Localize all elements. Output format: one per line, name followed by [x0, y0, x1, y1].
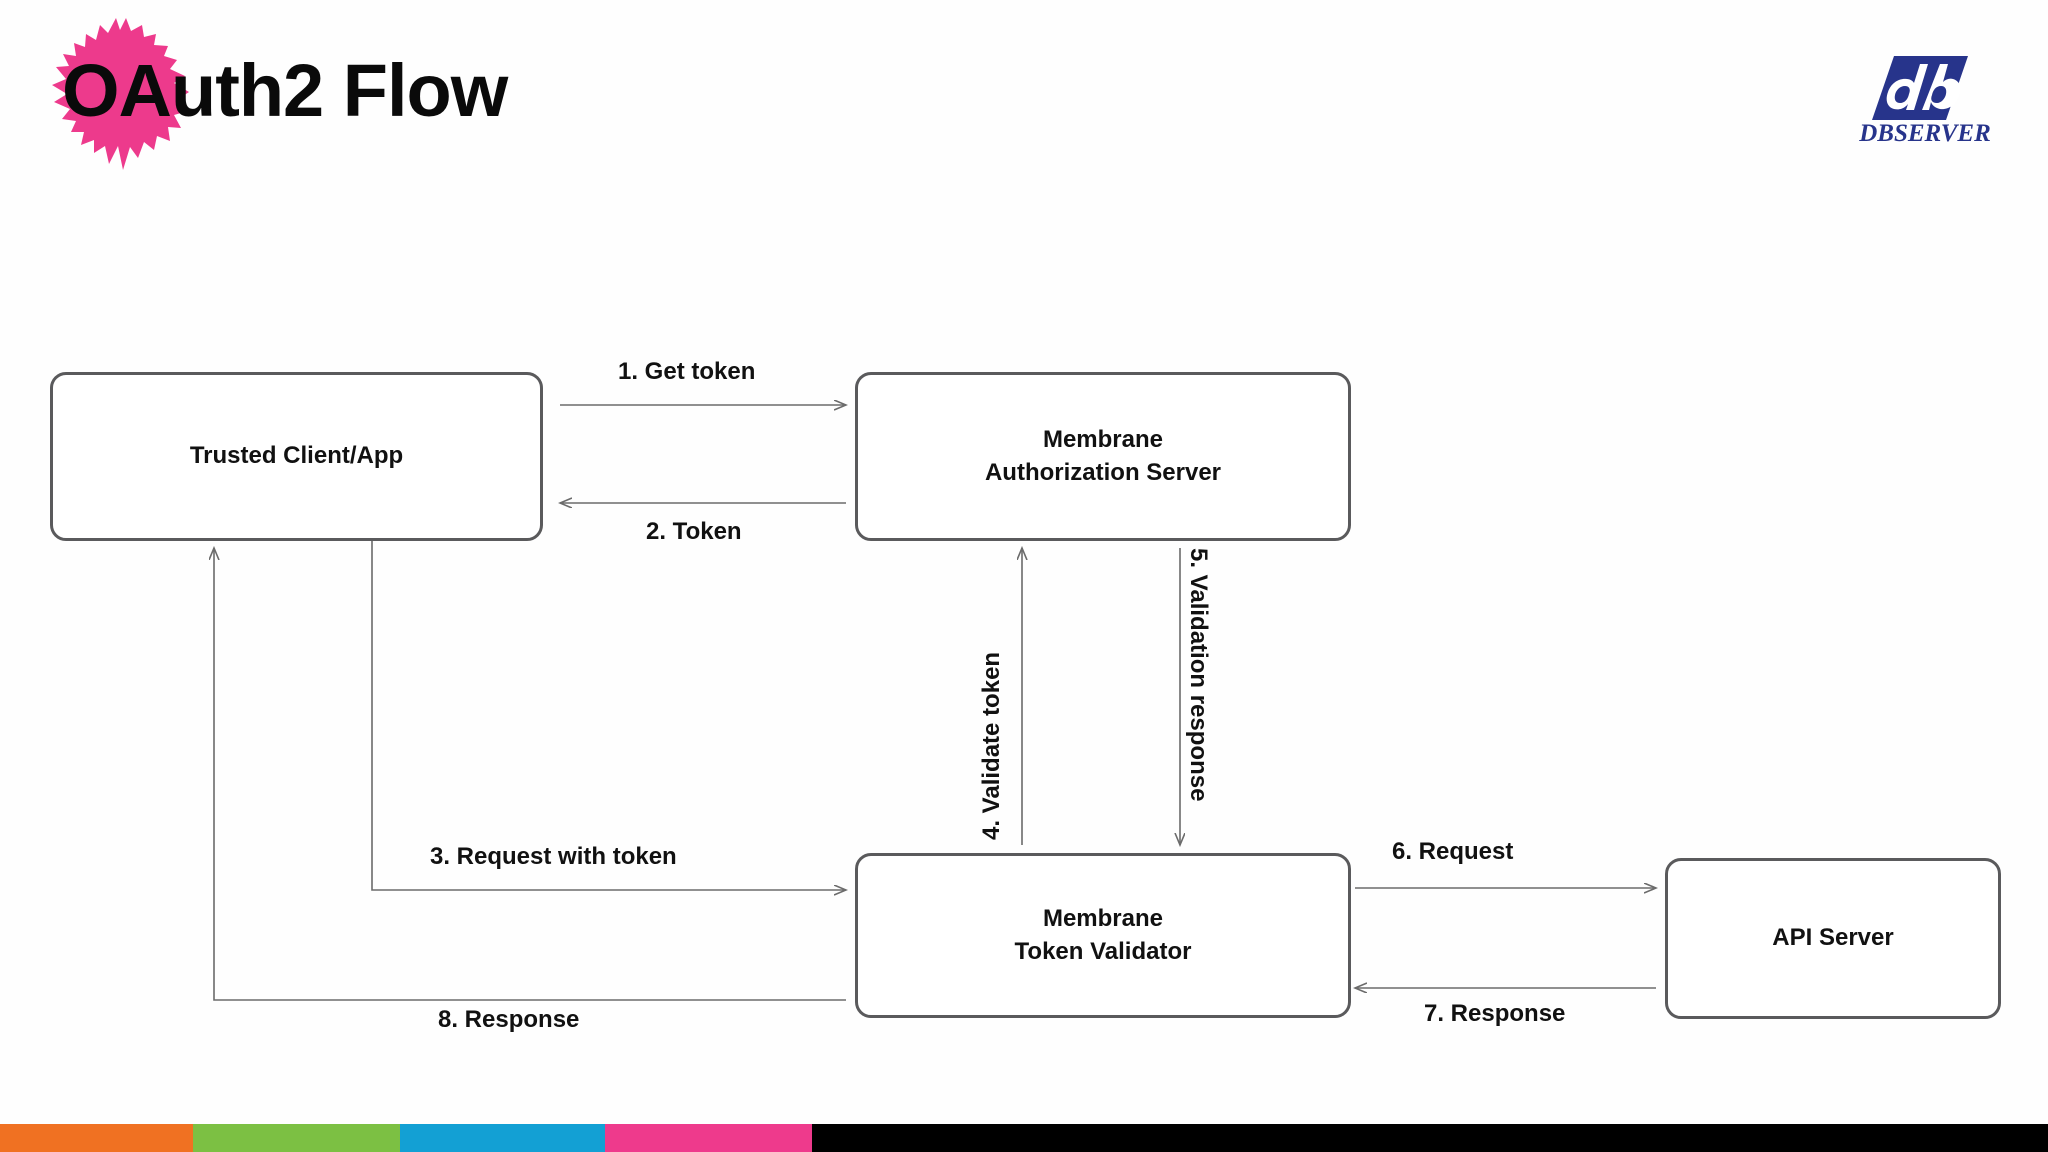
node-api-server[interactable]: API Server [1665, 858, 2001, 1019]
dbserver-logo: DBSERVER [1850, 52, 2000, 157]
node-membrane-authorization-server[interactable]: Membrane Authorization Server [855, 372, 1351, 541]
node-membrane-token-validator[interactable]: Membrane Token Validator [855, 853, 1351, 1018]
db-monogram-icon [1872, 56, 1968, 120]
edge-label-2-token: 2. Token [646, 518, 742, 545]
node-trusted-client-app-label: Trusted Client/App [189, 442, 404, 470]
node-auth-line2: Authorization Server [984, 458, 1222, 486]
node-auth-line1: Membrane [1042, 426, 1164, 454]
edge-label-4-validate-token: 4. Validate token [978, 651, 1005, 840]
node-trusted-client-app[interactable]: Trusted Client/App [50, 372, 543, 541]
footer-bar-pink [605, 1124, 812, 1152]
footer-bar-black [812, 1124, 2048, 1152]
node-api-server-label: API Server [1772, 924, 1894, 952]
logo-wordmark: DBSERVER [1850, 120, 2000, 148]
logo-wordmark-text: DBSERVER [1859, 120, 1991, 147]
footer-color-bar [0, 1124, 2048, 1152]
page-title: OAuth2 Flow [62, 49, 508, 132]
node-validator-line2: Token Validator [1014, 937, 1192, 965]
oauth2-flow-diagram [0, 0, 2048, 1001]
footer-bar-orange [0, 1124, 193, 1152]
edge-label-7-response: 7. Response [1424, 1000, 1566, 1027]
edge-label-6-request: 6. Request [1392, 838, 1514, 865]
edge-label-8-response: 8. Response [438, 1006, 580, 1033]
edge-8-arrow [214, 548, 846, 1001]
edge-label-3-request-with-token: 3. Request with token [430, 843, 677, 870]
node-validator-line1: Membrane [1042, 905, 1164, 933]
node-membrane-authorization-server-label: Membrane Authorization Server [985, 424, 1221, 489]
footer-bar-green [193, 1124, 400, 1152]
edge-label-1-get-token: 1. Get token [618, 358, 756, 385]
edge-label-5-validation-response: 5. Validation response [1185, 548, 1212, 802]
node-membrane-token-validator-label: Membrane Token Validator [1015, 903, 1192, 968]
edge-3-arrow [371, 540, 846, 890]
footer-bar-blue [400, 1124, 605, 1152]
